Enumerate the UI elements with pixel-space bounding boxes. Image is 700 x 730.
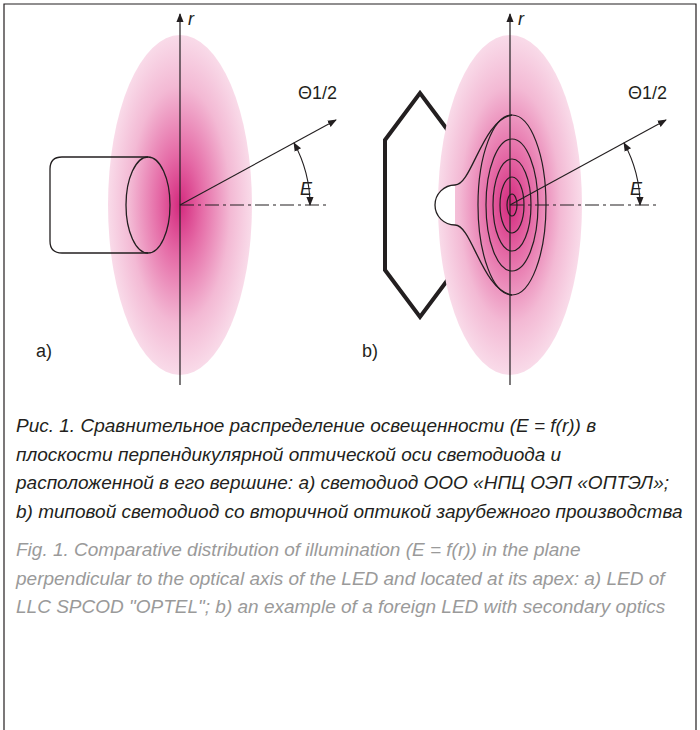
secondary-optics xyxy=(455,225,512,295)
angle-label: Θ1/2 xyxy=(628,84,667,104)
angle-label: Θ1/2 xyxy=(298,84,337,104)
led-chip-dome xyxy=(435,185,455,225)
panel-letter: a) xyxy=(36,342,52,362)
optical-axis xyxy=(510,204,660,205)
panel-a-illustration xyxy=(50,14,336,385)
led-body xyxy=(50,157,148,253)
led-face xyxy=(126,157,170,253)
secondary-optics xyxy=(455,115,512,185)
optical-axis xyxy=(180,204,330,205)
panel-b-illustration xyxy=(385,14,666,385)
caption-english: Fig. 1. Comparative distribution of illu… xyxy=(16,536,684,622)
panel-letter: b) xyxy=(362,342,378,362)
axis-label: r xyxy=(518,10,524,30)
r-axis xyxy=(179,14,180,385)
figure-caption: Рис. 1. Сравнительное распределение осве… xyxy=(16,412,684,526)
axis-label: r xyxy=(188,10,194,30)
frame xyxy=(4,4,696,730)
led-housing xyxy=(385,93,455,317)
r-axis xyxy=(509,14,510,385)
axis-label: E xyxy=(630,180,642,200)
axis-label: E xyxy=(300,180,312,200)
angle-ray xyxy=(510,120,666,205)
angle-ray xyxy=(180,120,336,205)
